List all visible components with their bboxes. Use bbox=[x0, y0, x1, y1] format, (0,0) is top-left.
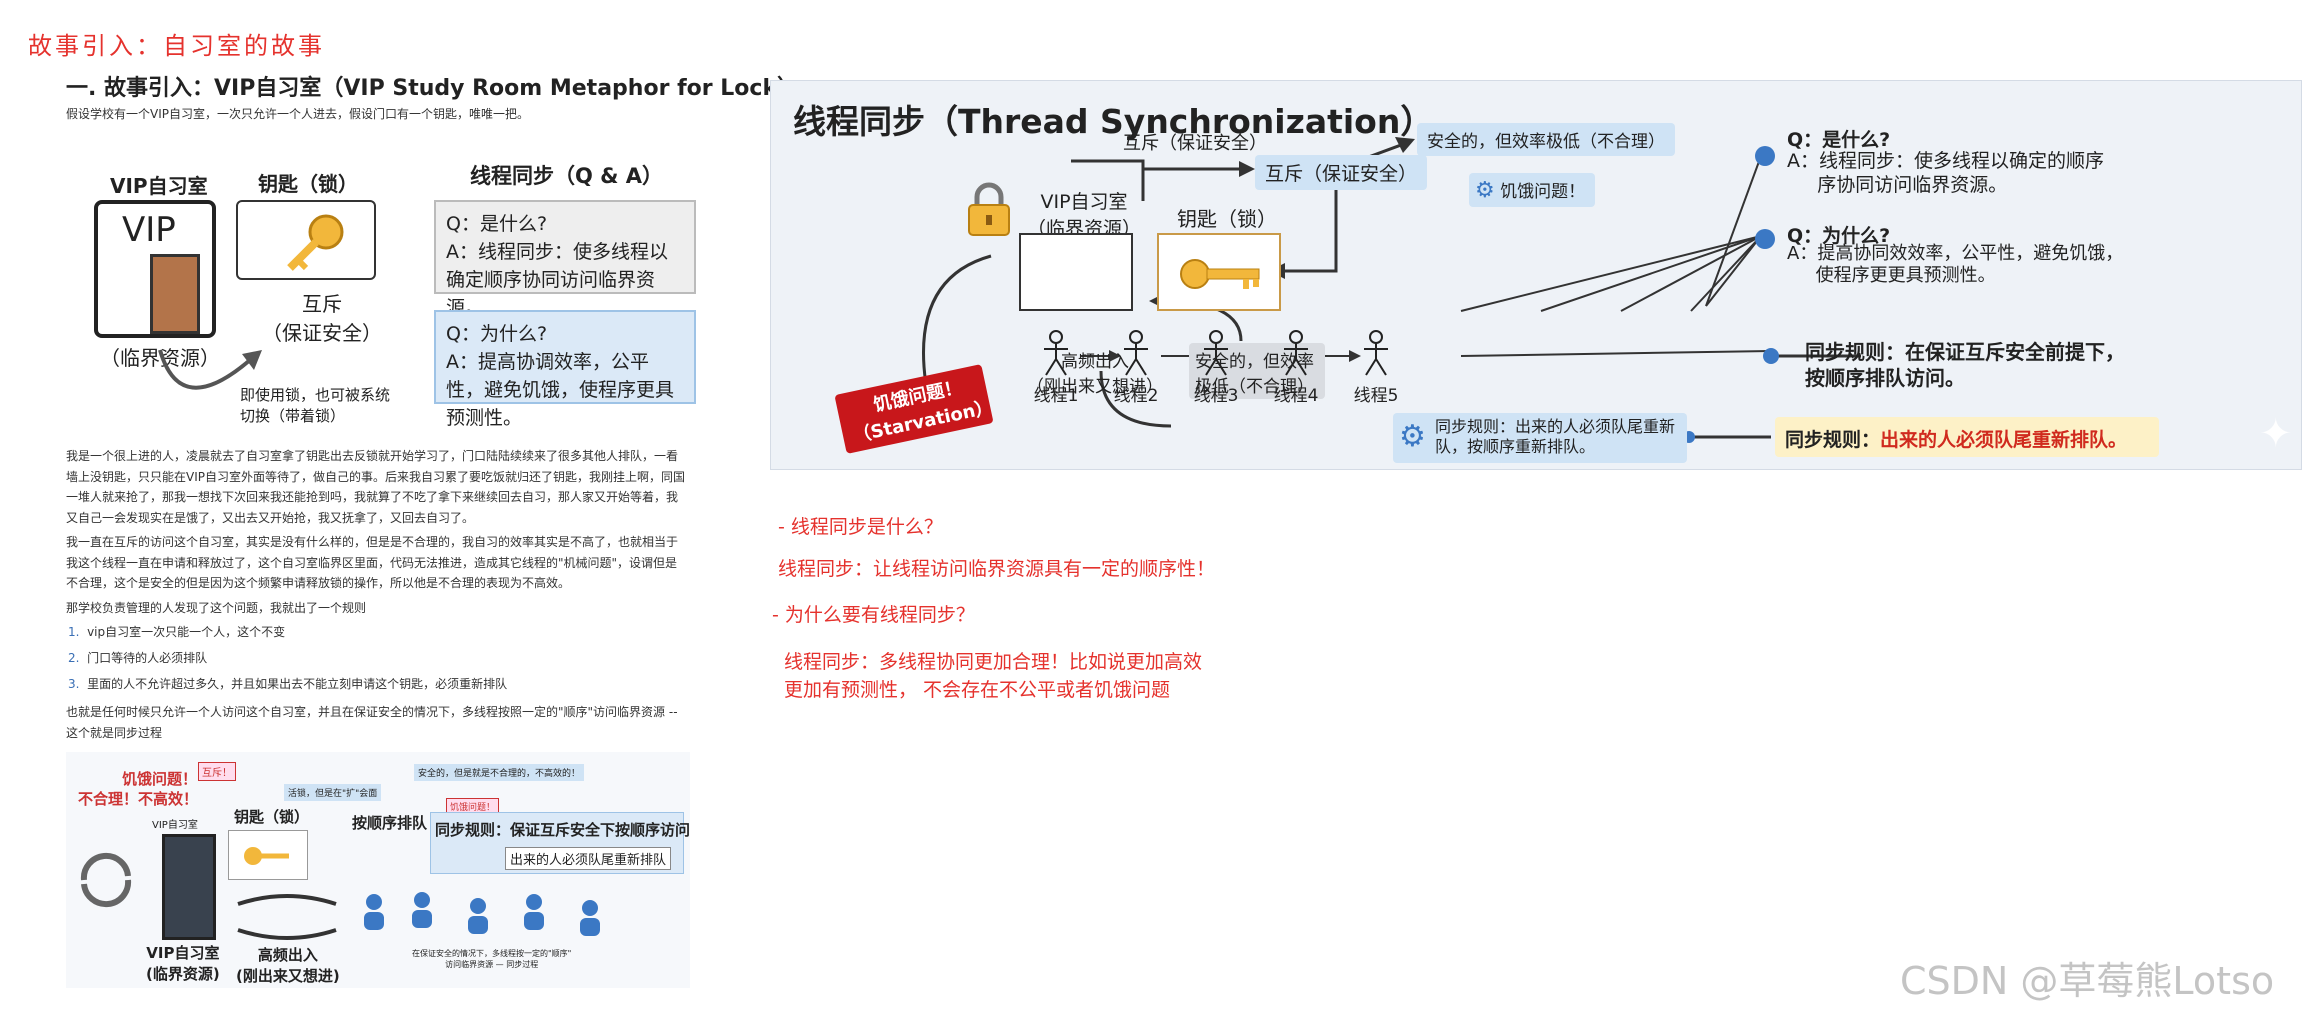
mini-sync-rule-box: 同步规则：保证互斥安全下按顺序访问 出来的人必须队尾重新排队 bbox=[430, 812, 690, 874]
note-what-answer: 线程同步：让线程访问临界资源具有一定的顺序性！ bbox=[778, 558, 1216, 580]
key-label: 钥匙（锁） bbox=[258, 172, 358, 196]
list-item: 3. 里面的人不允许超过多久，并且如果出去不能立刻申请这个钥匙，必须重新排队 bbox=[68, 677, 508, 691]
mini-swap-arrows bbox=[237, 894, 337, 940]
mini-unreasonable: 不合理！不高效！ bbox=[78, 790, 199, 808]
mini-door-icon bbox=[162, 834, 216, 940]
story-paragraph-3: 那学校负责管理的人发现了这个问题，我就出了一个规则 bbox=[66, 601, 367, 615]
mini-mutex-tag: 互斥！ bbox=[198, 762, 236, 781]
rule-yellow-red: 出来的人必须队尾重新排队。 bbox=[1880, 429, 2128, 451]
sync-diagram: 线程同步（Thread Synchronization） bbox=[770, 80, 2302, 470]
lock-icon bbox=[968, 182, 1010, 236]
section-title: 一. 故事引入：VIP自习室（VIP Study Room Metaphor f… bbox=[66, 76, 800, 101]
person-icon bbox=[1124, 330, 1148, 376]
key-box bbox=[236, 200, 376, 280]
mutex-label: 互斥 （保证安全） bbox=[262, 292, 382, 345]
key-diagram-box bbox=[1157, 233, 1281, 311]
sparkle-icon: ✦ bbox=[2259, 411, 2293, 457]
thread-2: 线程2 bbox=[1111, 329, 1161, 406]
qa-why-answer: A：提高协调效率，公平性，避免饥饿，使程序更具预测性。 bbox=[446, 351, 675, 429]
note-why-answer: 线程同步：多线程协同更加合理！比如说更加高效 更加有预测性， 不会存在不公平或者… bbox=[784, 651, 1203, 701]
rule-yellow-box: 同步规则：出来的人必须队尾重新排队。 bbox=[1775, 417, 2159, 457]
person-icon bbox=[1364, 330, 1388, 376]
key-diagram-icon bbox=[1180, 259, 1260, 289]
story-paragraph-2: 我一直在互斥的访问这个自习室，其实是没有什么样的，但是是不合理的，我自习的效率其… bbox=[66, 535, 679, 590]
mini-vip-label: VIP自习室 bbox=[152, 820, 198, 831]
thread-4: 线程4 bbox=[1271, 329, 1321, 406]
freq-label: 高频出入 （刚出来又想进） bbox=[1027, 352, 1163, 397]
thread-row: 线程1 线程2 线程3 线程4 线程5 bbox=[1031, 329, 1451, 406]
gear-icon: ⚙ bbox=[1475, 178, 1495, 203]
mini-hint: 活锁，但是在"扩"会面 bbox=[284, 784, 382, 801]
mini-person-icons bbox=[364, 892, 600, 936]
vip-room-door: VIP bbox=[94, 200, 216, 338]
diagram-a1: A：线程同步：使多线程以确定的顺序 序协同访问临界资源。 bbox=[1787, 150, 2104, 196]
mini-key-icon bbox=[244, 847, 289, 865]
mini-people bbox=[362, 892, 662, 936]
lock-note: 即使用锁，也可被系统 切换（带着锁） bbox=[240, 386, 391, 425]
diagram-a2: A：提高协同效效率，公平性，避免饥饿， 使程序更更具预测性。 bbox=[1787, 243, 2124, 286]
diagram-title: 线程同步（Thread Synchronization） bbox=[793, 102, 1434, 141]
key-icon bbox=[287, 214, 344, 271]
diagram-rule-right: 同步规则：在保证互斥安全前提下， 按顺序排队访问。 bbox=[1805, 340, 2125, 390]
note-why-question: - 为什么要有线程同步？ bbox=[772, 604, 975, 626]
thread-label: 线程2 bbox=[1113, 386, 1159, 406]
diagram-q2: Q：为什么? bbox=[1787, 225, 1891, 247]
list-item: 2. 门口等待的人必须排队 bbox=[68, 651, 208, 665]
story-paragraph-1: 我是一个很上进的人，凌晨就去了自习室拿了钥匙出去反锁就开始学习了，门口陆陆续续来… bbox=[66, 449, 685, 525]
mini-key-box bbox=[228, 830, 308, 880]
page-title: 故事引入：自习室的故事 bbox=[28, 32, 325, 60]
rule-bottom-box: ⚙ 同步规则：出来的人必须队尾重新 队，按顺序重新排队。 bbox=[1393, 413, 1687, 463]
mini-illustration: 饥饿问题！ 不合理！不高效！ 互斥！ VIP自习室 钥匙（锁） 活锁，但是在"扩… bbox=[66, 752, 690, 988]
room-box bbox=[1019, 233, 1133, 311]
mini-safe-low: 安全的，但是就是不合理的，不高效的！ bbox=[414, 764, 585, 781]
mini-freq: 高频出入 (刚出来又想进) bbox=[236, 946, 340, 985]
rules-list: 1. vip自习室一次只能一个人，这个不变 2. 门口等待的人必须排队 3. 里… bbox=[68, 622, 688, 700]
mini-cycle-icon bbox=[80, 852, 132, 908]
diagram-q1: Q：是什么? bbox=[1787, 129, 1891, 151]
safe-low2-box: 安全的，但效率 极低（不合理） bbox=[1189, 343, 1325, 399]
starvation-pill-text: 饥饿问题！ bbox=[1500, 182, 1586, 202]
vip-room-label: VIP自习室 bbox=[110, 174, 208, 198]
key-diagram-label: 钥匙（锁） bbox=[1177, 207, 1277, 231]
qa-why-question: Q：为什么? bbox=[446, 323, 548, 345]
qa-title: 线程同步（Q & A） bbox=[470, 164, 664, 188]
thread-label: 线程5 bbox=[1353, 386, 1399, 406]
safe-low2-text: 安全的，但效率 极低（不合理） bbox=[1195, 352, 1314, 397]
qa-what-question: Q：是什么? bbox=[446, 213, 548, 235]
list-item: 1. vip自习室一次只能一个人，这个不变 bbox=[68, 625, 286, 639]
intro-text: 假设学校有一个VIP自习室，一次只允许一个人进去，假设门口有一个钥匙，唯唯一把。 bbox=[66, 107, 529, 121]
person-icon bbox=[1284, 330, 1308, 376]
rule-bottom-text: 同步规则：出来的人必须队尾重新 队，按顺序重新排队。 bbox=[1435, 417, 1676, 456]
thread-label: 线程1 bbox=[1033, 386, 1079, 406]
safe-low-pill: 安全的，但效率极低（不合理） bbox=[1417, 123, 1675, 156]
starvation-pill: ⚙ 饥饿问题！ bbox=[1469, 173, 1596, 207]
qa-why-box: Q：为什么? A：提高协调效率，公平性，避免饥饿，使程序更具预测性。 bbox=[434, 310, 696, 429]
person-icon bbox=[1044, 330, 1068, 376]
door-icon bbox=[150, 254, 200, 334]
person-icon bbox=[1204, 330, 1228, 376]
lock-switch-arrow bbox=[158, 349, 262, 390]
story-paragraph-4: 也就是任何时候只允许一个人访问这个自习室，并且在保证安全的情况下，多线程按照一定… bbox=[66, 705, 678, 740]
thread-1: 线程1 bbox=[1031, 329, 1081, 406]
mutex-top-label: 互斥（保证安全） bbox=[1123, 133, 1267, 154]
qa-what-box: Q：是什么? A：线程同步：使多线程以确定顺序协同访问临界资源。 bbox=[434, 200, 696, 319]
thread-5: 线程5 bbox=[1351, 329, 1401, 406]
mini-bottom-note: 在保证安全的情况下，多线程按一定的"顺序" 访问临界资源 — 同步过程 bbox=[412, 949, 572, 969]
mini-room-label: VIP自习室 (临界资源) bbox=[146, 944, 220, 983]
mini-key-label: 钥匙（锁） bbox=[234, 808, 310, 826]
watermark: CSDN @草莓熊Lotso bbox=[1900, 959, 2275, 1003]
mini-sync-rule-2: 出来的人必须队尾重新排队 bbox=[505, 847, 672, 870]
gear-icon: ⚙ bbox=[1399, 419, 1426, 454]
rule-yellow-prefix: 同步规则： bbox=[1785, 429, 1881, 451]
thread-label: 线程3 bbox=[1193, 386, 1239, 406]
mutex-box-label: 互斥（保证安全） bbox=[1255, 155, 1428, 190]
rule-yellow-text: 同步规则：出来的人必须队尾重新排队。 bbox=[1785, 425, 2127, 452]
note-what-question: - 线程同步是什么？ bbox=[778, 516, 943, 538]
vip-sign: VIP bbox=[122, 210, 176, 250]
mini-queue: 按顺序排队 bbox=[352, 814, 428, 832]
mini-starvation: 饥饿问题！ bbox=[122, 770, 198, 788]
thread-3: 线程3 bbox=[1191, 329, 1241, 406]
mini-sync-rule: 同步规则：保证互斥安全下按顺序访问 bbox=[435, 821, 691, 839]
thread-label: 线程4 bbox=[1273, 386, 1319, 406]
